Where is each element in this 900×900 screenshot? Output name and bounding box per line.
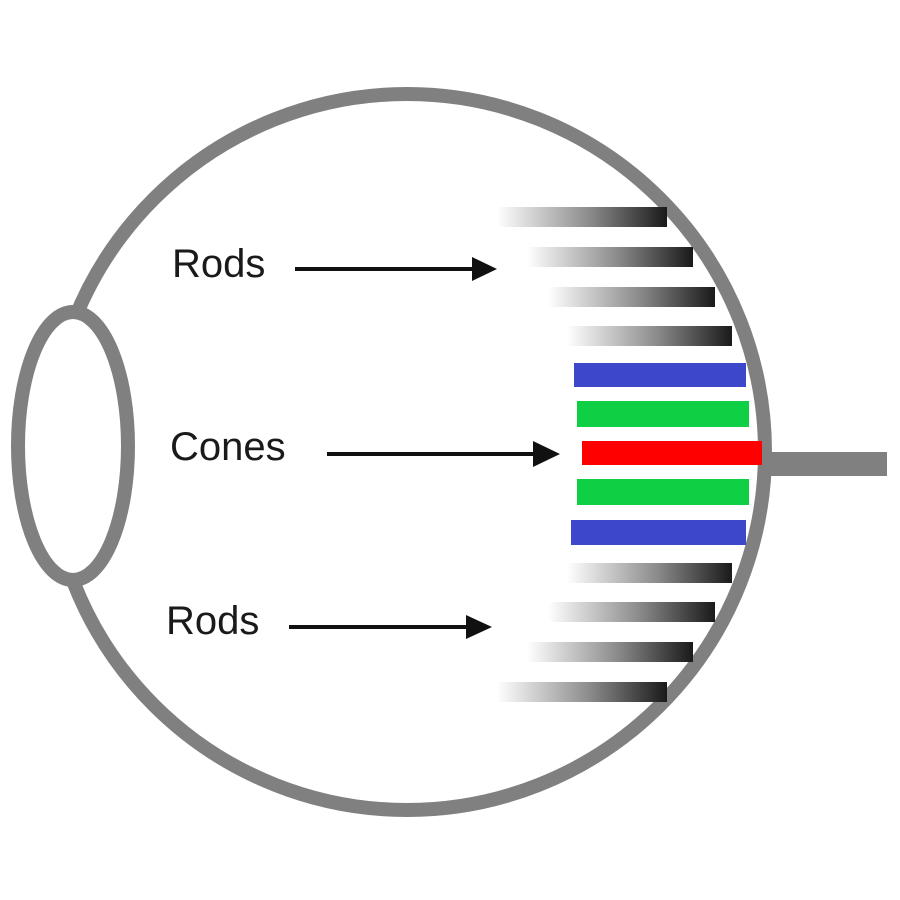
cone-bar-red xyxy=(582,441,762,465)
cone-bar-blue xyxy=(574,363,746,387)
label-rods-top: Rods xyxy=(172,242,265,286)
rod-bar xyxy=(527,642,693,662)
cones-group xyxy=(571,363,762,545)
rods-top-group xyxy=(497,207,732,346)
arrow-cones-head xyxy=(533,441,560,467)
cone-bar-green xyxy=(577,479,749,505)
label-rods-bottom: Rods xyxy=(166,599,259,643)
arrow-rods-bottom-head xyxy=(466,615,492,639)
label-cones: Cones xyxy=(170,425,286,469)
rod-bar xyxy=(567,563,732,583)
cone-bar-green xyxy=(577,401,749,427)
rod-bar xyxy=(548,602,715,622)
cone-bar-blue xyxy=(571,520,746,545)
rod-bar xyxy=(548,287,715,307)
lens-outline xyxy=(11,305,135,587)
arrow-rods-top-head xyxy=(472,257,497,281)
rod-bar xyxy=(527,247,693,267)
optic-nerve xyxy=(760,452,887,476)
rod-bar xyxy=(497,682,667,702)
rod-bar xyxy=(567,326,732,346)
rod-bar xyxy=(497,207,667,227)
rods-bottom-group xyxy=(497,563,732,702)
